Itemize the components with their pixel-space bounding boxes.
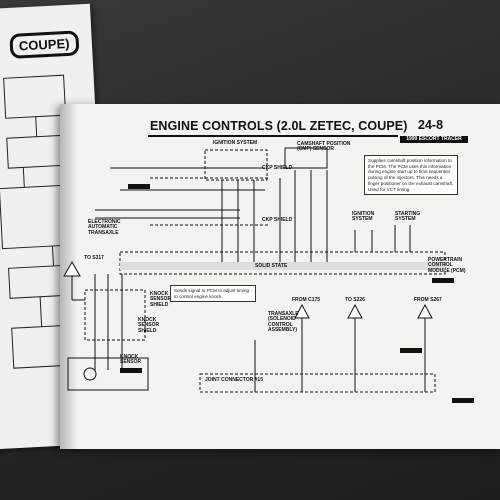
label-knock-sensor: KNOCK SENSOR bbox=[120, 354, 142, 366]
label-pcm: POWERTRAIN CONTROL MODULE (PCM) bbox=[428, 257, 466, 274]
page-number: 24-8 bbox=[418, 118, 444, 132]
label-camshaft-sensor: CAMSHAFT POSITION (CMP) SENSOR bbox=[297, 141, 351, 153]
label-to-s317: TO S317 bbox=[84, 255, 104, 261]
label-knock-sensor-shield: KNOCK SENSOR SHIELD bbox=[150, 291, 172, 308]
label-electronic-transaxle: ELECTRONIC AUTOMATIC TRANSAXLE bbox=[88, 219, 121, 236]
label-from-s267: FROM S267 bbox=[414, 297, 442, 303]
pcm-solid-state-band bbox=[120, 262, 445, 270]
label-ignition-system: IGNITION SYSTEM bbox=[213, 140, 258, 146]
label-to-s226: TO S226 bbox=[345, 297, 365, 303]
label-from-c175: FROM C175 bbox=[292, 297, 321, 303]
label-knock-sensor-shield-2: KNOCK SENSOR SHIELD bbox=[138, 317, 160, 334]
knock-sensor-note: Sends signal to PCM to adjust timing to … bbox=[170, 285, 256, 303]
label-ckp-shield: CKP SHIELD bbox=[262, 165, 293, 171]
label-ckp-shield-2: CKP SHIELD bbox=[262, 217, 293, 223]
label-solid-state: SOLID STATE bbox=[255, 263, 288, 269]
model-band: 1999 ESCORT TRACER bbox=[400, 136, 468, 143]
label-joint-connector: JOINT CONNECTOR #15 bbox=[205, 377, 263, 383]
label-transaxle-solenoid: TRANSAXLE (SOLENOID CONTROL ASSEMBLY) bbox=[268, 311, 299, 333]
title-rule bbox=[148, 135, 398, 137]
page-title: ENGINE CONTROLS (2.0L ZETEC, COUPE) bbox=[150, 119, 408, 133]
label-ignition-system-2: IGNITION SYSTEM bbox=[352, 211, 375, 223]
camshaft-note: Supplies camshaft position information t… bbox=[364, 155, 458, 196]
label-starting-system: STARTING SYSTEM bbox=[395, 211, 421, 223]
